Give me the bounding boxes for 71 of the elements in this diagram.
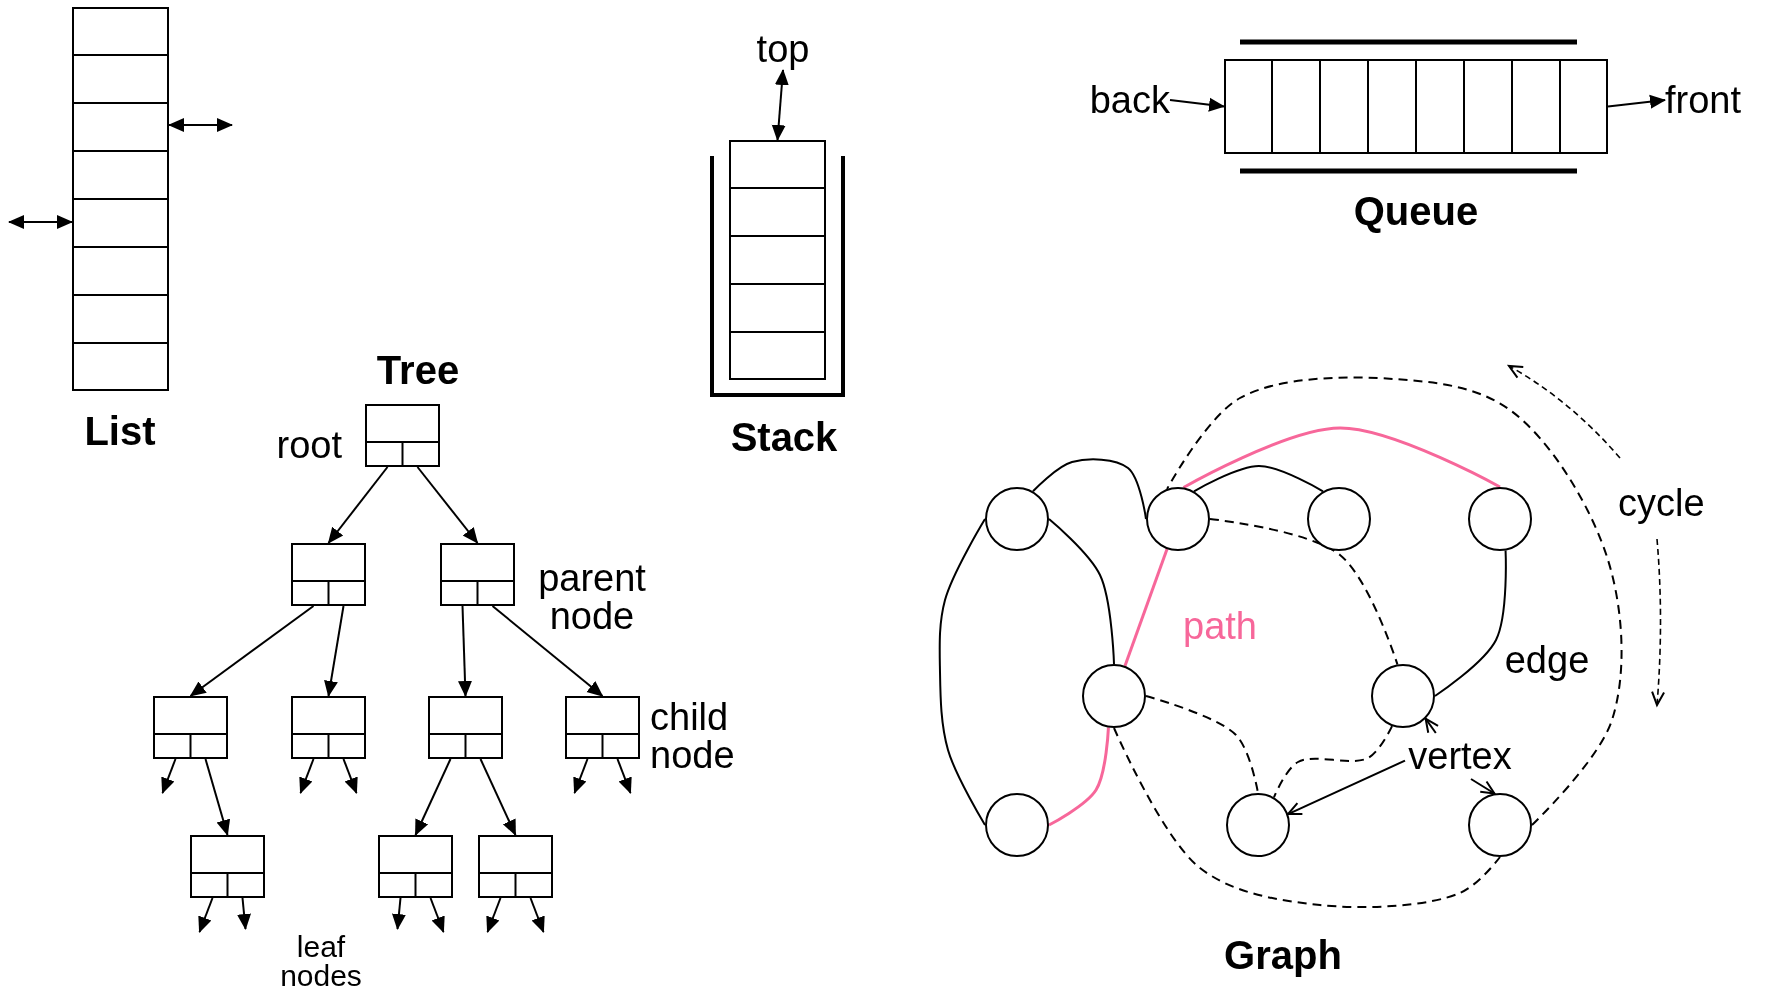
graph-edge [1434, 549, 1507, 697]
arrow [491, 605, 604, 697]
graph-edge [1032, 458, 1147, 520]
arrow [324, 605, 345, 697]
node-label: Stack [730, 417, 838, 457]
arrow [771, 69, 789, 141]
arrow [299, 758, 315, 794]
graph-edge [1048, 727, 1110, 827]
vertex-circle [1082, 664, 1146, 728]
arrow [189, 605, 315, 697]
section-label: Graph [1224, 935, 1342, 975]
arrow [8, 215, 73, 230]
arrow [168, 117, 233, 132]
arrow [1169, 97, 1225, 112]
node-label: root [276, 426, 342, 464]
arrow [392, 897, 406, 930]
graph-edge [1209, 518, 1399, 666]
graph-edge [1048, 518, 1115, 665]
arrow [198, 897, 214, 933]
arrow [616, 758, 632, 794]
arrow [237, 897, 251, 930]
label-text: back [1070, 78, 1170, 122]
vertex-circle [1146, 487, 1210, 551]
tree-node-box [291, 543, 366, 606]
graph-edge [938, 518, 986, 826]
graph-edge [1166, 376, 1623, 826]
arrow [1607, 94, 1666, 109]
arrow [573, 758, 589, 794]
vertex-circle [1307, 487, 1371, 551]
node-label: List [84, 411, 156, 451]
graph-edge [1145, 695, 1259, 794]
graph-edge [1193, 465, 1324, 493]
arrow [486, 897, 502, 933]
node-label: Queue [1353, 191, 1479, 231]
arrow [416, 466, 479, 544]
vertex-circle [1226, 793, 1290, 857]
annotation-text: cycle [1618, 484, 1705, 522]
tree-node-box [153, 696, 228, 759]
arrow [414, 758, 452, 836]
tree-node-box [428, 696, 503, 759]
vertex-circle [1468, 793, 1532, 857]
leader-arrow [1287, 759, 1406, 816]
leader-arrow [1424, 717, 1440, 734]
arrow [204, 758, 231, 836]
leader-arrow [1470, 778, 1496, 795]
label-text: vertex [1405, 733, 1515, 779]
arrow [327, 466, 389, 544]
vertex-circle [985, 793, 1049, 857]
graph-edge [1123, 548, 1169, 667]
vertex-circle [1371, 664, 1435, 728]
label-text: top [750, 28, 816, 70]
vertex-circle [985, 487, 1049, 551]
arrow [429, 897, 445, 933]
tree-node-box [478, 835, 553, 898]
node-label: parent node [537, 559, 647, 635]
arrow [529, 897, 545, 933]
arrow [161, 758, 177, 794]
annotation-text: leaf nodes [279, 932, 363, 990]
tree-node-box [378, 835, 453, 898]
section-label: Tree [376, 350, 460, 390]
label-text: front [1665, 78, 1769, 122]
arrow [342, 758, 358, 794]
graph-edge [1182, 426, 1501, 489]
arrow [479, 758, 517, 836]
graph-edge [1273, 725, 1394, 799]
tree-node-box [190, 835, 265, 898]
vertex-circle [1468, 487, 1532, 551]
arrow [458, 605, 472, 697]
tree-node-box [291, 696, 366, 759]
node-label: child node [650, 698, 736, 774]
graph-edge [1113, 727, 1501, 909]
